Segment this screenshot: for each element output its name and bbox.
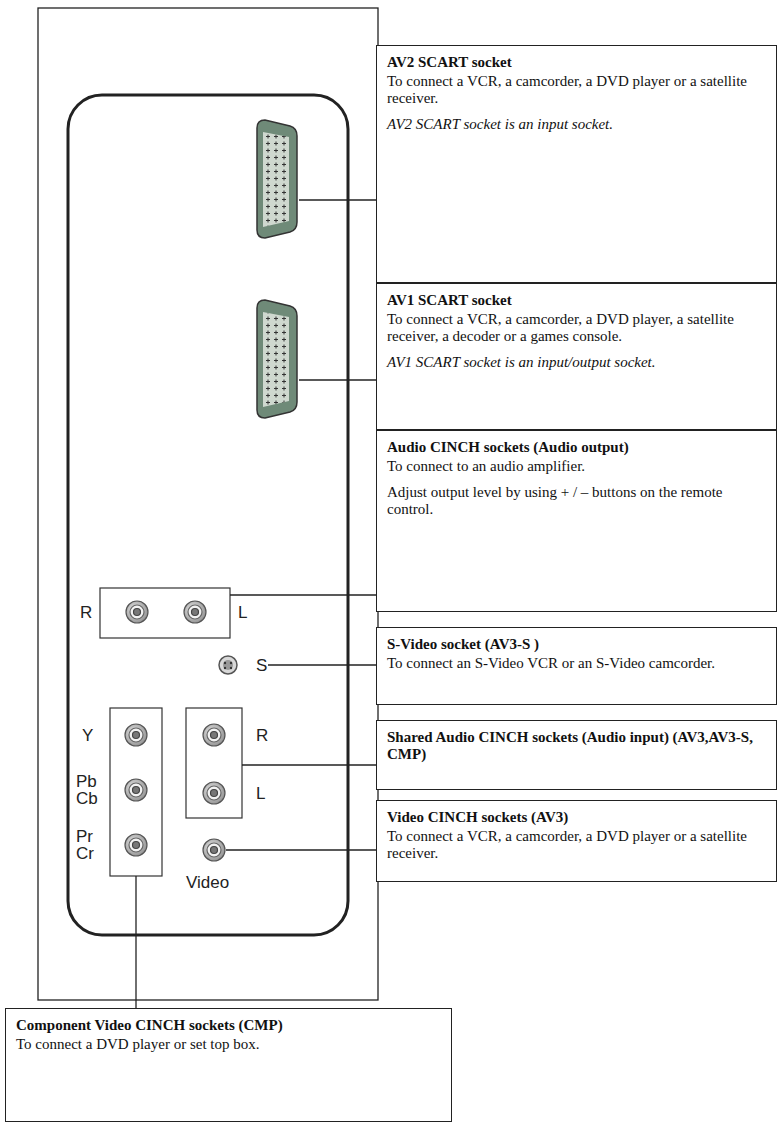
callout-text: Adjust output level by using + / – butto…	[387, 484, 766, 518]
leader-lines	[136, 200, 376, 1008]
cinch-jack	[207, 786, 221, 800]
callout-text: To connect a DVD player or set top box.	[16, 1036, 441, 1053]
cinch-jack	[129, 783, 143, 797]
callout-text: To connect an S-Video VCR or an S-Video …	[387, 655, 766, 672]
socket-label: Y	[82, 727, 93, 744]
s-video-socket	[219, 656, 237, 674]
cinch-jack	[184, 601, 206, 623]
callout-heading: Shared Audio CINCH sockets (Audio input)…	[387, 729, 766, 763]
cinch-jack	[133, 842, 140, 849]
socket-label: Video	[186, 874, 229, 891]
cinch-jack	[203, 782, 225, 804]
socket-label: Pb Cb	[76, 773, 102, 807]
cinch-jack	[192, 609, 199, 616]
callout-heading: Video CINCH sockets (AV3)	[387, 809, 766, 826]
cinch-jack	[133, 732, 140, 739]
callout-heading: S-Video socket (AV3-S )	[387, 636, 766, 653]
cinch-jack	[188, 605, 202, 619]
cinch-jack	[203, 724, 225, 746]
socket-label: L	[238, 604, 247, 621]
group-frame	[186, 708, 242, 818]
socket-label: R	[256, 727, 268, 744]
socket-label: R	[80, 604, 92, 621]
callout-box: Video CINCH sockets (AV3) To connect a VC…	[376, 800, 777, 882]
cinch-jack	[129, 728, 143, 742]
group-frame	[110, 708, 162, 876]
callout-heading: Component Video CINCH sockets (CMP)	[16, 1017, 441, 1034]
callout-text: AV2 SCART socket is an input socket.	[387, 116, 766, 133]
cinch-jack	[203, 839, 225, 861]
cinch-jack	[130, 605, 144, 619]
cinch-jack	[134, 609, 141, 616]
callout-text: To connect a VCR, a camcorder, a DVD pla…	[387, 311, 766, 345]
callout-heading: AV2 SCART socket	[387, 54, 766, 71]
cinch-jack	[211, 790, 218, 797]
socket-label: Pr Cr	[76, 828, 102, 862]
callout-box: AV1 SCART socket To connect a VCR, a camc…	[376, 283, 777, 430]
callout-box: AV2 SCART socket To connect a VCR, a camc…	[376, 45, 777, 283]
housing-outline	[38, 8, 378, 1000]
cinch-jack	[207, 843, 221, 857]
socket-label: L	[256, 785, 265, 802]
callout-text: To connect a VCR, a camcorder, a DVD pla…	[387, 73, 766, 107]
cinch-jacks	[125, 601, 225, 861]
callout-text: To connect to an audio amplifier.	[387, 458, 766, 475]
callout-box: S-Video socket (AV3-S ) To connect an S-V…	[376, 627, 777, 705]
callout-box: Component Video CINCH sockets (CMP) To co…	[5, 1008, 452, 1122]
callout-heading: AV1 SCART socket	[387, 292, 766, 309]
callout-heading: Audio CINCH sockets (Audio output)	[387, 439, 766, 456]
cinch-jack	[129, 838, 143, 852]
cinch-jack	[211, 847, 218, 854]
cinch-jack	[126, 601, 148, 623]
cinch-jack	[207, 728, 221, 742]
callout-box: Shared Audio CINCH sockets (Audio input)…	[376, 720, 777, 790]
cinch-jack	[125, 779, 147, 801]
callout-text: To connect a VCR, a camcorder, a DVD pla…	[387, 828, 766, 862]
callout-text: AV1 SCART socket is an input/output sock…	[387, 354, 766, 371]
scart-socket	[257, 120, 297, 238]
cinch-jack	[211, 732, 218, 739]
socket-label: S	[256, 657, 267, 674]
cinch-jack	[125, 834, 147, 856]
callout-box: Audio CINCH sockets (Audio output) To con…	[376, 430, 777, 612]
cinch-jack	[125, 724, 147, 746]
group-frame	[100, 588, 230, 638]
connector-panel	[68, 95, 348, 935]
scart-socket	[257, 300, 297, 418]
cinch-jack	[133, 787, 140, 794]
